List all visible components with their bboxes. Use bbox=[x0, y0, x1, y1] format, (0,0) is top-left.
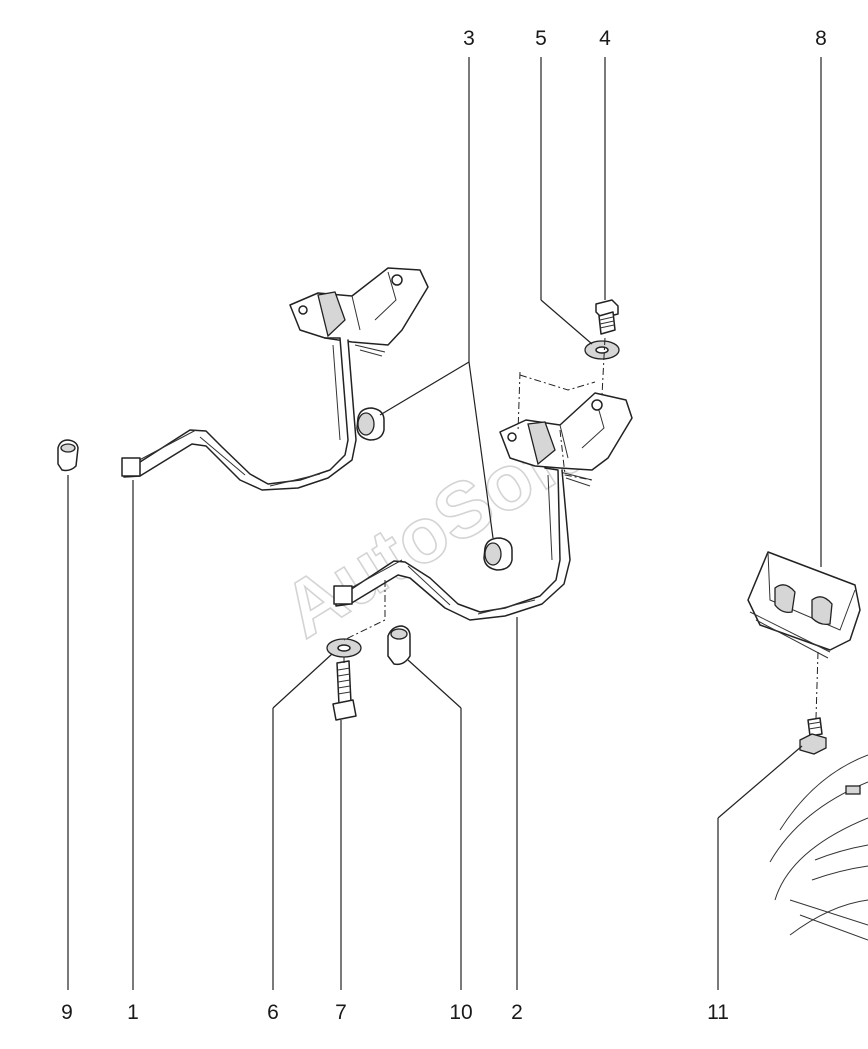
callout-8: 8 bbox=[815, 27, 827, 50]
bushing-lower bbox=[483, 537, 513, 571]
callout-3: 3 bbox=[463, 27, 475, 50]
assembly-lines bbox=[343, 337, 819, 719]
callout-11: 11 bbox=[707, 1001, 729, 1024]
lock-washer-top bbox=[584, 340, 620, 360]
pedal-bracket-left bbox=[121, 267, 429, 491]
callout-6: 6 bbox=[267, 1001, 279, 1024]
rubber-stop bbox=[57, 439, 79, 472]
callout-4: 4 bbox=[599, 27, 611, 50]
vehicle-silhouette bbox=[769, 754, 868, 941]
callout-5: 5 bbox=[535, 27, 547, 50]
callout-7: 7 bbox=[335, 1001, 347, 1024]
pedal-bracket-right bbox=[333, 392, 633, 621]
pedal-stop-bushing bbox=[387, 625, 411, 666]
leader-lines bbox=[67, 57, 822, 990]
long-bolt bbox=[332, 660, 357, 721]
callout-labels: 3 5 4 8 9 1 6 7 10 2 11 bbox=[61, 27, 827, 1024]
callout-2: 2 bbox=[511, 1001, 523, 1024]
bolt-top bbox=[595, 299, 619, 335]
bushing-upper bbox=[356, 407, 385, 441]
callout-10: 10 bbox=[449, 1001, 472, 1024]
callout-1: 1 bbox=[127, 1001, 139, 1024]
flange-nut bbox=[799, 717, 827, 755]
callout-9: 9 bbox=[61, 1001, 73, 1024]
mount-block bbox=[747, 551, 861, 659]
